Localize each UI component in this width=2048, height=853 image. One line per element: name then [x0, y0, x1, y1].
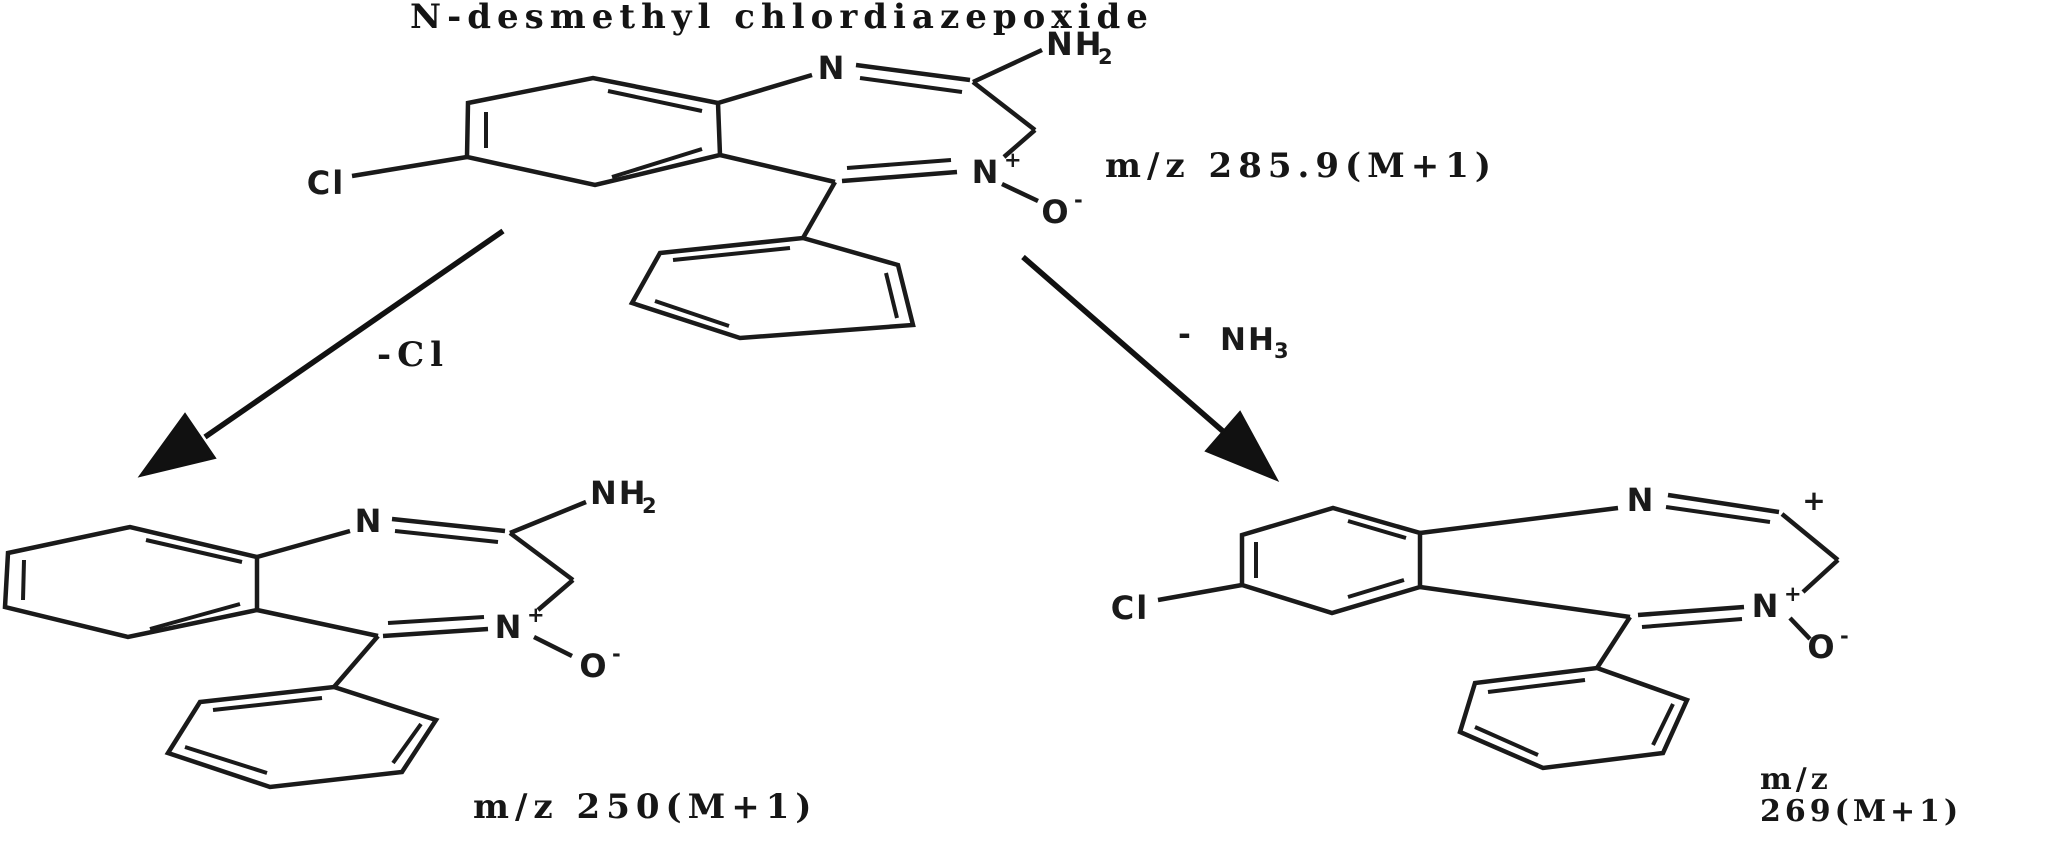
parent-structure: Cl N NH 2 N + O - m/z 285.9(M+1): [307, 25, 1497, 341]
arrow-right-loss-subscript: 3: [1274, 339, 1289, 363]
fragment-left-atom-nh2: NH: [590, 474, 648, 512]
fragment-left-atom-nh2-subscript: 2: [642, 494, 657, 518]
parent-mz-label: m/z 285.9(M+1): [1105, 146, 1497, 186]
parent-diazepine-ring-bonds: [717, 47, 1043, 240]
fragment-right-mz-label-line1: m/z: [1760, 762, 1832, 797]
parent-atom-o-charge: -: [1074, 188, 1083, 212]
parent-benzo-ring-bonds: [351, 75, 723, 188]
arrow-right-loss-minus: -: [1178, 317, 1193, 353]
fragment-right-phenyl-ring-bonds: [1457, 665, 1691, 771]
fragment-left-phenyl-ring-bonds: [164, 684, 440, 790]
fragment-left-atom-n4-charge: +: [527, 603, 545, 627]
fragment-left-mz-label: m/z 250(M+1): [473, 787, 817, 827]
parent-atom-nh2: NH: [1046, 25, 1104, 63]
fragment-left-atom-o: O: [579, 647, 608, 685]
fragment-right-atom-cl: Cl: [1111, 589, 1149, 627]
arrowhead-right: [1204, 410, 1280, 482]
fragment-right-benzo-ring-bonds: [1157, 505, 1423, 616]
arrowhead-left: [137, 412, 217, 478]
arrow-left-loss-label: -Cl: [377, 335, 449, 375]
fragmentation-arrow-right: - NH 3: [1021, 254, 1289, 482]
fragment-right-atom-n4-charge: +: [1784, 582, 1802, 606]
fragment-right-mz-label-line2: 269(M+1): [1760, 794, 1962, 829]
fragment-right-atom-n1: N: [1627, 481, 1656, 519]
parent-atom-n4: N: [972, 153, 1001, 191]
fragment-left-atom-n4: N: [495, 608, 524, 646]
parent-atom-nh2-subscript: 2: [1098, 45, 1113, 69]
parent-phenyl-ring-bonds: [628, 235, 916, 341]
fragment-right-ring-charge: +: [1802, 484, 1825, 517]
fragmentation-arrow-left: -Cl: [137, 228, 505, 478]
fragment-left-atom-n1: N: [355, 502, 384, 540]
parent-atom-n1: N: [818, 49, 847, 87]
parent-atom-cl: Cl: [307, 164, 345, 202]
fragment-right-atom-o-charge: -: [1840, 624, 1849, 648]
fragment-left-structure: N NH 2 N + O - m/z 250(M+1): [2, 474, 817, 827]
fragment-left-benzo-ring-bonds: [2, 524, 260, 640]
fragment-right-atom-n4: N: [1752, 587, 1781, 625]
parent-atom-o: O: [1041, 193, 1070, 231]
fragment-left-atom-o-charge: -: [612, 642, 621, 666]
fragment-left-diazepine-ring-bonds: [256, 499, 587, 689]
fragment-right-structure: Cl N + N + O - m/z 269(M+1): [1111, 481, 1962, 829]
arrow-right-loss-label: NH: [1220, 322, 1276, 358]
fragment-right-atom-o: O: [1807, 628, 1836, 666]
compound-title: N-desmethyl chlordiazepoxide: [410, 0, 1154, 37]
parent-atom-n4-charge: +: [1004, 148, 1022, 172]
fragment-right-diazepine-ring-bonds: [1419, 492, 1840, 670]
